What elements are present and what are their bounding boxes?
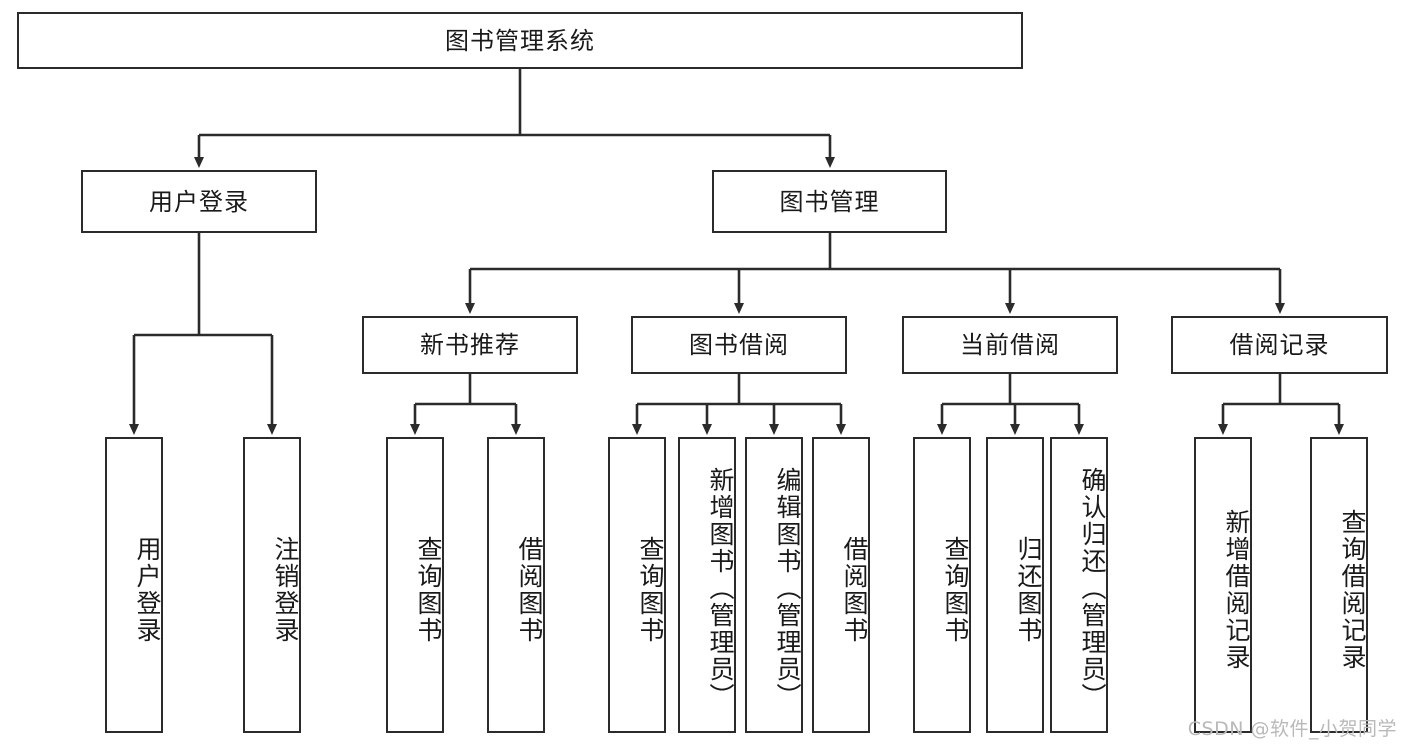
- leaf-return-book[interactable]: 归还图书: [986, 437, 1044, 733]
- node-label: 确认归还（管理员）: [1078, 466, 1107, 710]
- node-new-book-recommend[interactable]: 新书推荐: [362, 316, 578, 374]
- leaf-add-borrow-record[interactable]: 新增借阅记录: [1194, 437, 1252, 733]
- node-label: 借阅图书: [515, 536, 544, 644]
- leaf-edit-book-admin[interactable]: 编辑图书（管理员）: [745, 437, 803, 733]
- node-label: 图书管理: [779, 187, 880, 216]
- leaf-borrow-book[interactable]: 借阅图书: [812, 437, 870, 733]
- node-label: 注销登录: [271, 536, 300, 644]
- leaf-query-borrow-record[interactable]: 查询借阅记录: [1310, 437, 1368, 733]
- leaf-user-login[interactable]: 用户登录: [105, 437, 163, 733]
- node-label: 查询借阅记录: [1338, 509, 1367, 671]
- node-label: 查询图书: [414, 536, 443, 644]
- node-label: 查询图书: [941, 536, 970, 644]
- node-current-borrow[interactable]: 当前借阅: [902, 316, 1118, 374]
- node-label: 借阅记录: [1229, 331, 1330, 359]
- node-label: 新书推荐: [420, 331, 520, 359]
- node-book-manage[interactable]: 图书管理: [712, 170, 947, 233]
- leaf-query-book-current[interactable]: 查询图书: [913, 437, 971, 733]
- leaf-confirm-return-admin[interactable]: 确认归还（管理员）: [1050, 437, 1108, 733]
- node-user-login[interactable]: 用户登录: [81, 170, 317, 233]
- node-label: 新增借阅记录: [1222, 509, 1251, 671]
- node-label: 借阅图书: [840, 536, 869, 644]
- node-label: 图书借阅: [689, 331, 789, 359]
- node-label: 图书管理系统: [445, 26, 595, 55]
- leaf-add-book-admin[interactable]: 新增图书（管理员）: [678, 437, 736, 733]
- leaf-logout[interactable]: 注销登录: [243, 437, 301, 733]
- node-label: 用户登录: [149, 187, 249, 216]
- node-borrow-record[interactable]: 借阅记录: [1171, 316, 1388, 374]
- node-label: 归还图书: [1014, 536, 1043, 644]
- node-label: 当前借阅: [960, 331, 1060, 359]
- leaf-query-book-borrow[interactable]: 查询图书: [608, 437, 666, 733]
- node-book-borrow[interactable]: 图书借阅: [631, 316, 847, 374]
- node-root-system[interactable]: 图书管理系统: [17, 12, 1023, 69]
- node-label: 查询图书: [636, 536, 665, 644]
- node-label: 用户登录: [133, 536, 162, 644]
- leaf-query-book-recommend[interactable]: 查询图书: [386, 437, 444, 733]
- node-label: 编辑图书（管理员）: [773, 466, 802, 710]
- node-label: 新增图书（管理员）: [706, 466, 735, 710]
- leaf-borrow-book-recommend[interactable]: 借阅图书: [487, 437, 545, 733]
